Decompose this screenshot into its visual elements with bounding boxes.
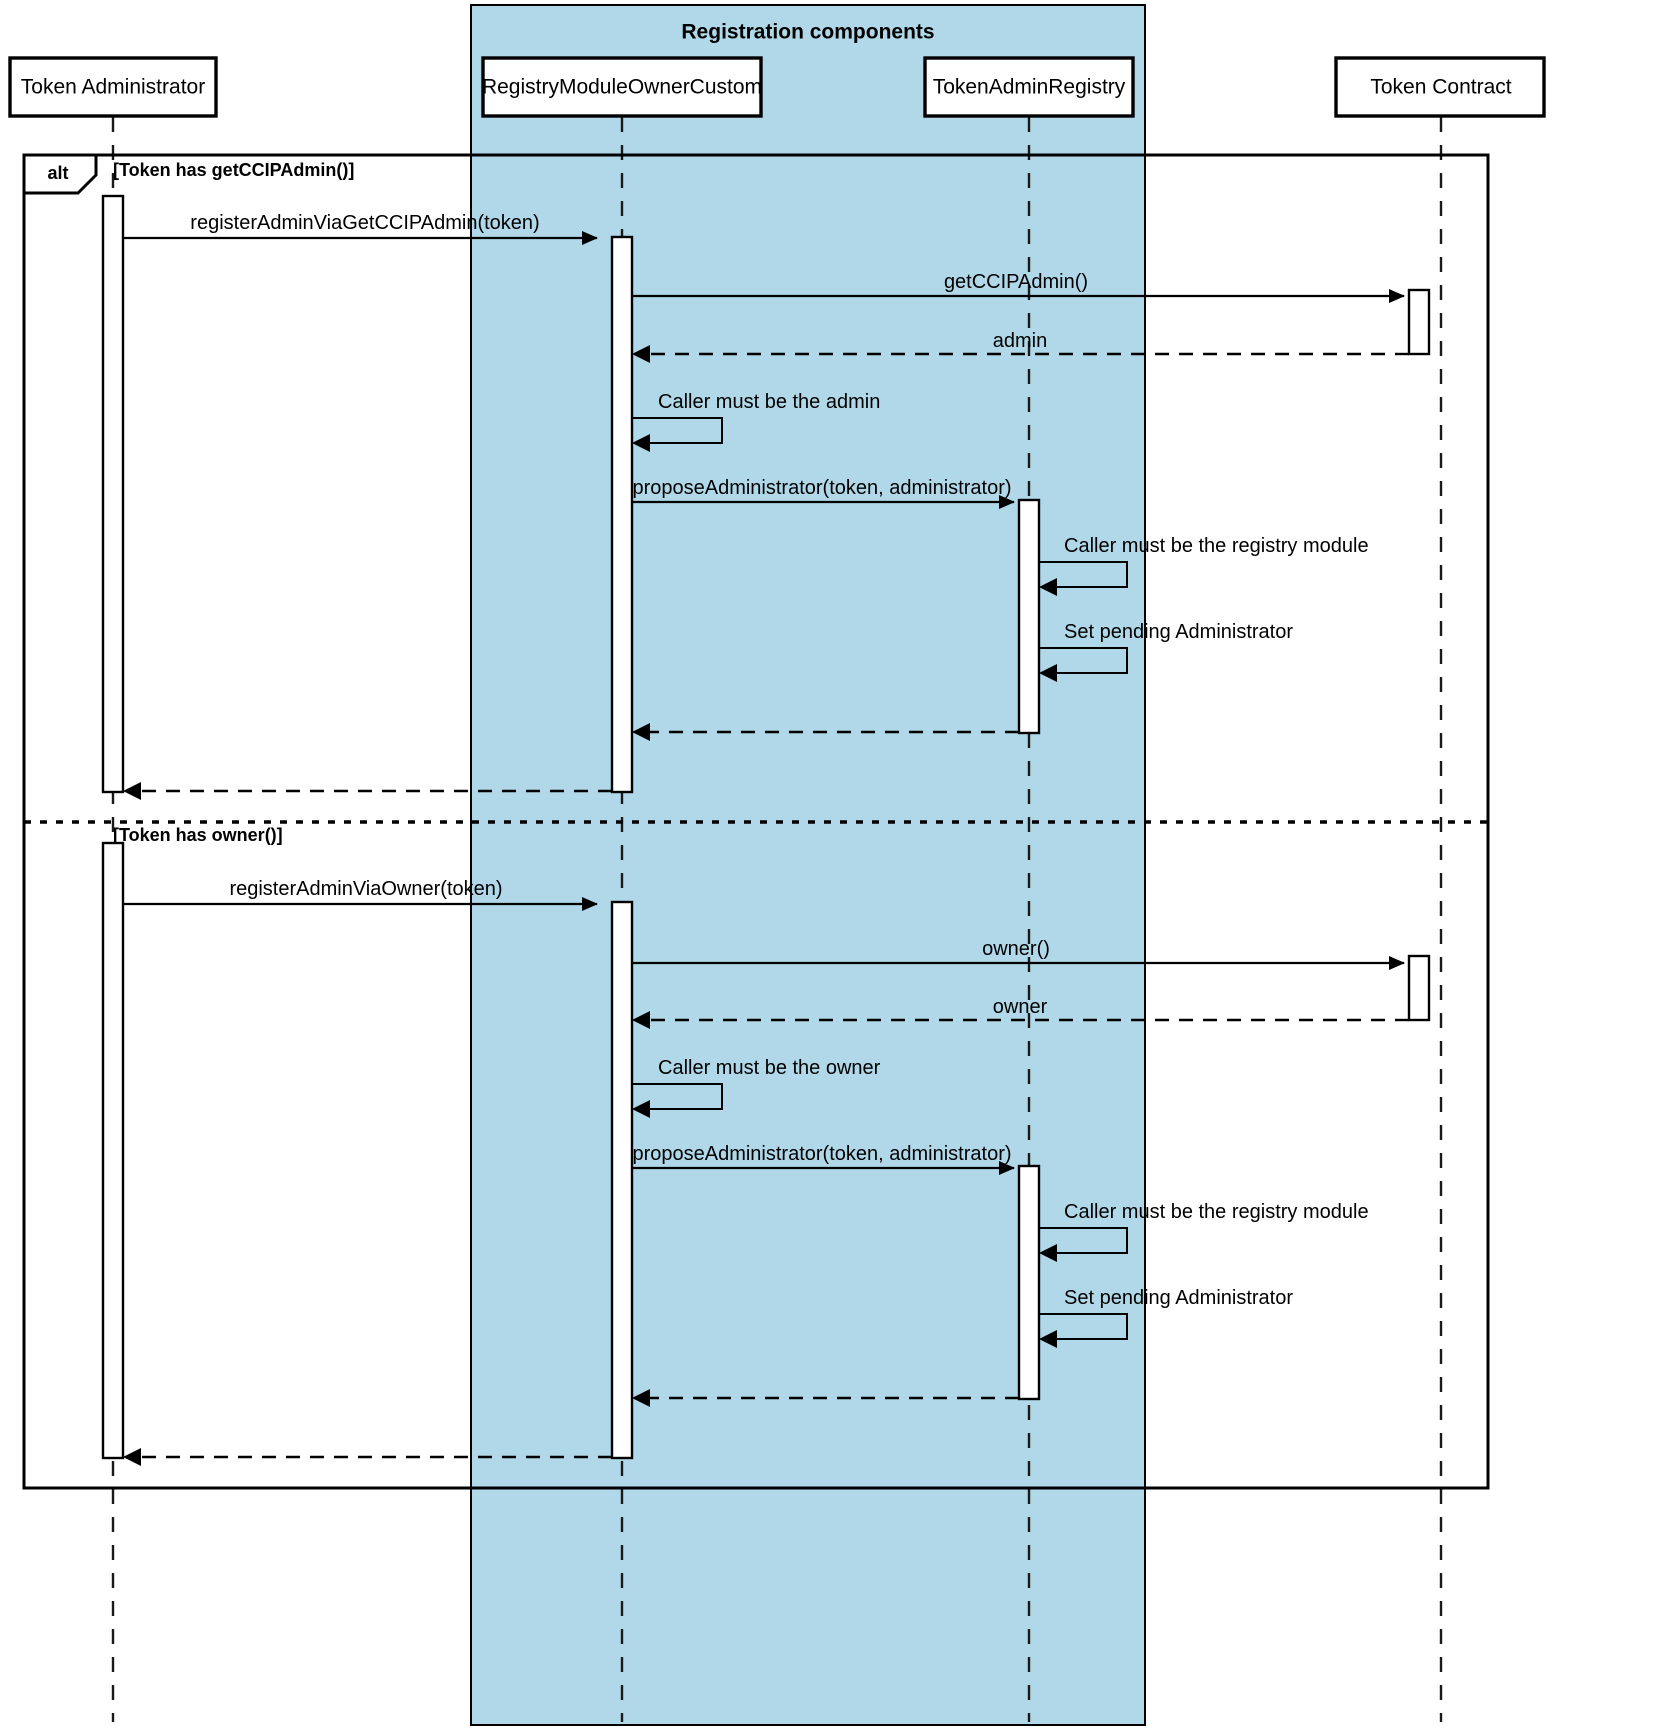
message-label: Caller must be the admin: [658, 391, 880, 413]
message-owner-call: owner(): [632, 938, 1405, 970]
group-title: Registration components: [681, 21, 934, 44]
message-self-set-pending-administrator-1: Set pending Administrator: [1039, 621, 1293, 682]
message-label: Caller must be the registry module: [1064, 535, 1369, 557]
activation-token-administrator-2: [101, 841, 125, 1460]
message-register-admin-via-owner: registerAdminViaOwner(token): [123, 878, 598, 911]
alt-guard-1: [Token has getCCIPAdmin()]: [113, 160, 354, 180]
message-label: proposeAdministrator(token, administrato…: [632, 1143, 1011, 1165]
message-self-caller-must-be-registry-module-2: Caller must be the registry module: [1039, 1201, 1369, 1262]
message-label: Caller must be the registry module: [1064, 1201, 1369, 1223]
message-owner-return: owner: [632, 996, 1409, 1029]
participant-label: Token Contract: [1370, 76, 1511, 99]
activation-registry-module-2: [610, 900, 634, 1460]
alt-guard-2: [Token has owner()]: [113, 825, 283, 845]
message-label: proposeAdministrator(token, administrato…: [632, 477, 1011, 499]
message-self-caller-must-be-owner: Caller must be the owner: [632, 1057, 881, 1118]
participant-registry-module-owner-custom[interactable]: RegistryModuleOwnerCustom: [481, 56, 763, 118]
message-getccipadmin: getCCIPAdmin(): [632, 271, 1405, 303]
message-self-caller-must-be-registry-module-1: Caller must be the registry module: [1039, 535, 1369, 596]
message-label: Set pending Administrator: [1064, 621, 1293, 643]
message-admin-return: admin: [632, 330, 1409, 363]
message-propose-administrator-1: proposeAdministrator(token, administrato…: [632, 477, 1015, 509]
message-label: Set pending Administrator: [1064, 1287, 1293, 1309]
activation-token-admin-registry-2: [1017, 1164, 1041, 1401]
message-self-set-pending-administrator-2: Set pending Administrator: [1039, 1287, 1293, 1348]
participant-token-contract[interactable]: Token Contract: [1334, 56, 1546, 118]
activation-registry-module-1: [610, 235, 634, 794]
message-label: admin: [993, 330, 1047, 352]
message-label: Caller must be the owner: [658, 1057, 881, 1079]
participant-token-administrator[interactable]: Token Administrator: [8, 56, 218, 118]
participant-token-admin-registry[interactable]: TokenAdminRegistry: [923, 56, 1135, 118]
message-return-to-registry-module-1: [632, 723, 1019, 741]
activation-token-admin-registry-1: [1017, 498, 1041, 735]
message-propose-administrator-2: proposeAdministrator(token, administrato…: [632, 1143, 1015, 1175]
message-register-admin-via-getccipadmin: registerAdminViaGetCCIPAdmin(token): [123, 212, 598, 245]
activation-token-contract-2: [1407, 954, 1431, 1022]
participant-label: RegistryModuleOwnerCustom: [482, 76, 762, 99]
message-label: owner(): [982, 938, 1050, 960]
alt-operator-label: alt: [47, 163, 68, 183]
message-label: getCCIPAdmin(): [944, 271, 1088, 293]
message-self-caller-must-be-admin: Caller must be the admin: [632, 391, 880, 452]
message-return-to-token-administrator-2: [123, 1448, 612, 1466]
activation-token-administrator-1: [101, 194, 125, 794]
group-box-registration-components: Registration components: [470, 4, 1146, 1726]
participant-label: TokenAdminRegistry: [933, 76, 1126, 99]
message-label: registerAdminViaOwner(token): [229, 878, 502, 900]
message-label: registerAdminViaGetCCIPAdmin(token): [190, 212, 539, 234]
activation-token-contract-1: [1407, 288, 1431, 356]
message-return-to-token-administrator-1: [123, 782, 612, 800]
message-return-to-registry-module-2: [632, 1389, 1019, 1407]
message-label: owner: [993, 996, 1048, 1018]
participant-label: Token Administrator: [21, 76, 205, 99]
alt-fragment: alt [Token has getCCIPAdmin()] [Token ha…: [22, 153, 1490, 1490]
